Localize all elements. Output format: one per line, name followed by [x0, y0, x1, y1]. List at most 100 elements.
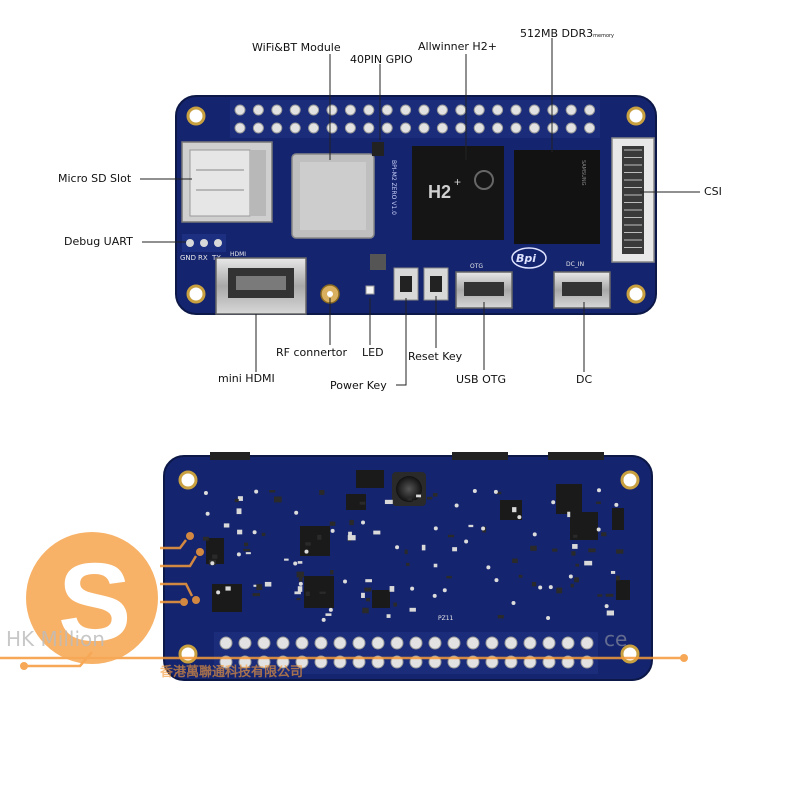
- power-key: [393, 267, 419, 301]
- via: [433, 526, 438, 531]
- uart-rx-silk: RX: [198, 254, 208, 262]
- gpio-pad: [371, 636, 385, 650]
- smd-passive: [305, 542, 311, 546]
- csi-connector: [611, 137, 655, 263]
- smd-passive: [409, 607, 416, 612]
- dcin-silk: DC_IN: [566, 261, 584, 268]
- via: [252, 530, 257, 535]
- gpio-pad: [528, 122, 540, 134]
- smd-passive: [384, 499, 393, 505]
- smd-passive: [432, 493, 438, 497]
- gpio-pad: [492, 122, 504, 134]
- label-dc: DC: [576, 373, 593, 386]
- via: [216, 590, 221, 595]
- gpio-pad: [363, 104, 375, 116]
- smd-passive: [468, 524, 474, 528]
- gpio-pad: [289, 122, 301, 134]
- smd-passive: [294, 591, 301, 595]
- gpio-pad: [344, 104, 356, 116]
- gpio-pad: [400, 104, 412, 116]
- gpio-pad: [326, 104, 338, 116]
- top-board: GND RX TX H2 + SAMSUNG BPI-M2 ZERO V1.0: [175, 95, 657, 315]
- gpio-pad: [455, 122, 467, 134]
- gpio-pad: [295, 636, 309, 650]
- smd-passive: [610, 570, 616, 574]
- soc-marking-plus: +: [454, 175, 461, 189]
- gpio-pad: [409, 636, 423, 650]
- smd-passive: [556, 587, 563, 594]
- via: [304, 549, 309, 554]
- smd-passive: [404, 549, 408, 555]
- smd-passive: [297, 586, 303, 592]
- via: [481, 526, 486, 531]
- smd-passive: [305, 591, 310, 597]
- smd-passive: [552, 548, 558, 552]
- edge-connector: [548, 452, 604, 460]
- smd-passive: [616, 575, 620, 581]
- watermark-circle: [26, 532, 158, 664]
- gpio-pad: [565, 104, 577, 116]
- smd-passive: [497, 615, 504, 619]
- smd-passive: [572, 544, 578, 549]
- gpio-pad: [252, 104, 264, 116]
- via: [568, 574, 573, 579]
- gpio-pad: [238, 636, 252, 650]
- smd-passive: [274, 496, 282, 503]
- gpio-pad: [333, 636, 347, 650]
- via: [464, 539, 469, 544]
- gpio-pad: [436, 122, 448, 134]
- label-ddr: 512MB DDR3memory: [520, 27, 614, 40]
- smd-passive: [426, 496, 433, 500]
- smd-passive: [389, 586, 395, 592]
- smd-passive: [574, 577, 579, 583]
- via: [511, 600, 516, 605]
- smd-passive: [373, 530, 381, 535]
- watermark: S HK Million ce 香港萬聯通科技有限公司: [0, 532, 688, 680]
- smd-passive: [348, 531, 352, 538]
- via: [410, 586, 415, 591]
- smd-passive: [329, 521, 336, 526]
- gpio-pad: [308, 122, 320, 134]
- label-power: Power Key: [330, 379, 387, 392]
- smd-passive: [365, 579, 372, 583]
- gpio-pad: [271, 122, 283, 134]
- smd-passive: [347, 535, 356, 541]
- smd-passive: [237, 529, 243, 535]
- gpio-pad: [436, 104, 448, 116]
- smd-passive: [225, 586, 231, 591]
- smd-passive: [606, 610, 615, 616]
- smd-passive: [252, 593, 261, 597]
- callout-lines: [140, 38, 700, 386]
- smd-passive: [256, 584, 263, 590]
- smd-passive: [284, 558, 289, 561]
- label-ddr-main: 512MB DDR3: [520, 27, 594, 40]
- watermark-letter: S: [58, 541, 131, 664]
- dc-port: [553, 271, 611, 309]
- via: [298, 581, 303, 586]
- gpio-pad: [510, 104, 522, 116]
- gpio-pad: [381, 104, 393, 116]
- via: [546, 615, 551, 620]
- label-microsd: Micro SD Slot: [58, 172, 132, 185]
- bottom-code-silk: PZ11: [438, 615, 454, 622]
- gpio-pad: [234, 104, 246, 116]
- gpio-pad: [418, 122, 430, 134]
- gpio-pad: [219, 636, 233, 650]
- via: [493, 489, 498, 494]
- via: [294, 510, 299, 515]
- smd-passive: [575, 563, 579, 567]
- edge-connector: [452, 452, 508, 460]
- smd-passive: [359, 501, 366, 505]
- smd-passive: [212, 554, 218, 559]
- soc-chip: H2 +: [412, 146, 504, 240]
- watermark-traces: [0, 539, 684, 668]
- uart-gnd-silk: GND: [180, 254, 196, 262]
- gpio-pad: [528, 104, 540, 116]
- mini-hdmi-port: [215, 257, 307, 315]
- smd-passive: [319, 591, 326, 594]
- smd-passive: [237, 496, 243, 501]
- gpio-pad: [466, 636, 480, 650]
- smd-passive: [421, 544, 426, 551]
- smd-passive: [512, 507, 517, 513]
